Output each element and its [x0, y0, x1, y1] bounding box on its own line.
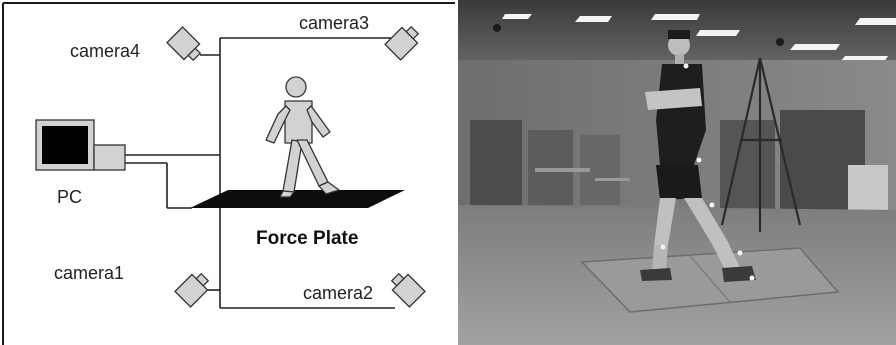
walking-person-icon — [266, 77, 339, 197]
camera3-label: camera3 — [299, 13, 369, 33]
pc-icon — [36, 120, 125, 170]
camera2-label: camera2 — [303, 283, 373, 303]
force-plate-label: Force Plate — [256, 228, 358, 249]
camera4-icon — [167, 27, 204, 64]
schematic-diagram: camera4 camera3 PC Force Plate camera1 c… — [3, 3, 455, 345]
camera3-icon — [385, 22, 422, 59]
camera1-icon — [175, 269, 212, 306]
camera1-label: camera1 — [54, 263, 124, 283]
force-plate — [190, 190, 405, 208]
lab-photograph — [458, 0, 896, 345]
camera2-icon — [387, 269, 424, 306]
pc-label: PC — [57, 187, 82, 207]
camera4-label: camera4 — [70, 41, 140, 61]
